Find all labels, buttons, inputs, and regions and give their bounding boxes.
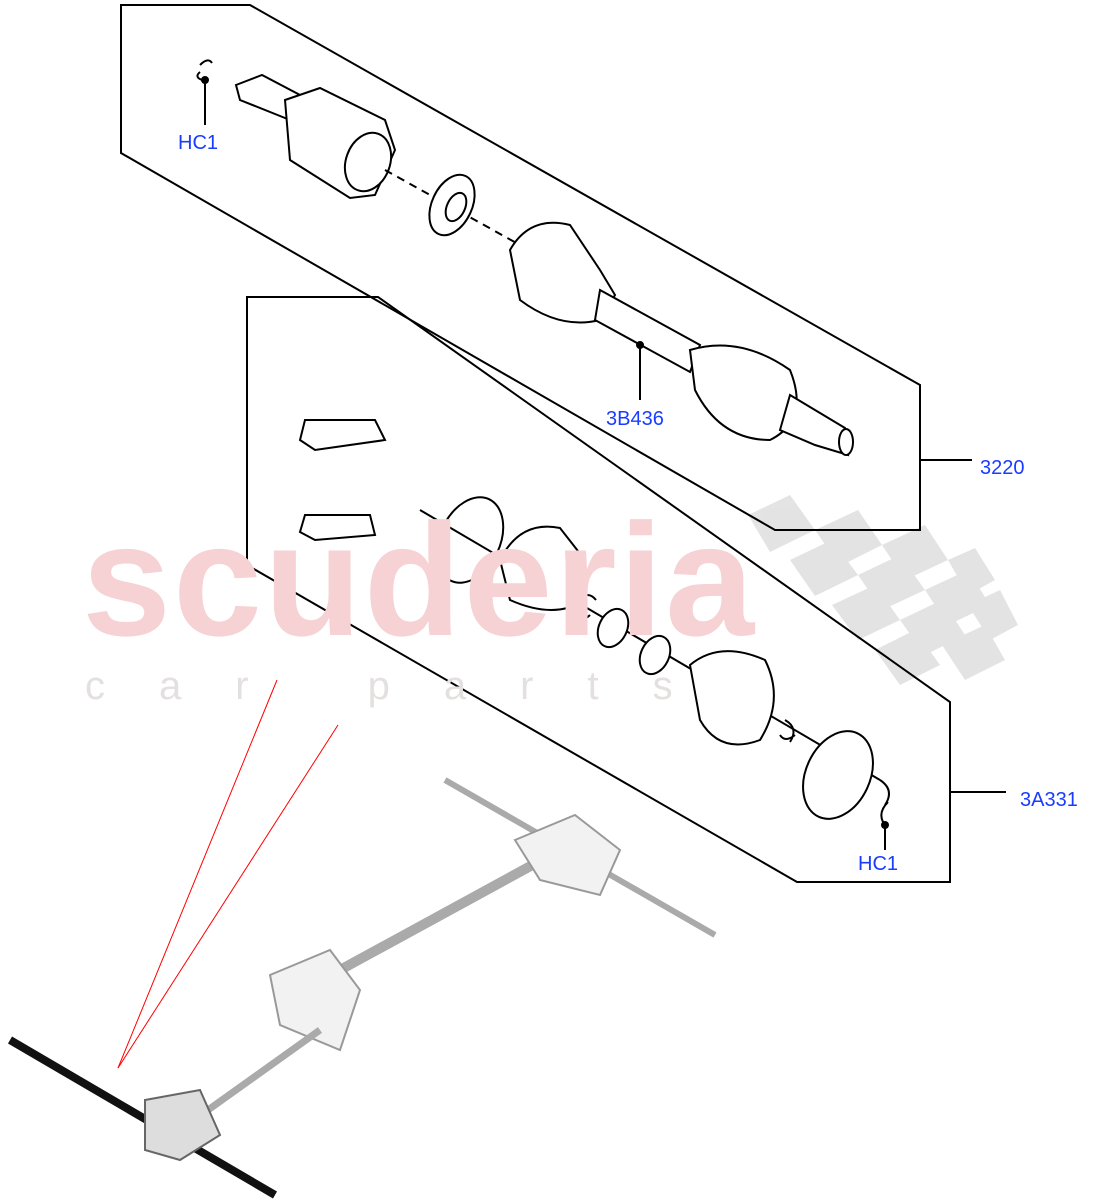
drivetrain-locator (7, 777, 717, 1199)
grease-packet-icon (298, 419, 387, 452)
upper-driveshaft (196, 59, 854, 457)
lower-assembly-frame (246, 296, 951, 883)
callout-3b436: 3B436 (606, 408, 664, 430)
watermark-sub: car parts (85, 664, 727, 708)
watermark-brand: scuderia (82, 490, 757, 669)
grease-packet-icon (298, 514, 377, 542)
callout-hc1-top: HC1 (178, 132, 219, 154)
checkered-flag-watermark (748, 495, 1018, 685)
callout-hc1-bottom: HC1 (858, 853, 899, 875)
callout-3220: 3220 (980, 457, 1025, 479)
upper-assembly-frame (120, 4, 921, 531)
callout-3a331: 3A331 (1020, 789, 1078, 811)
lower-kit-parts (298, 419, 890, 850)
